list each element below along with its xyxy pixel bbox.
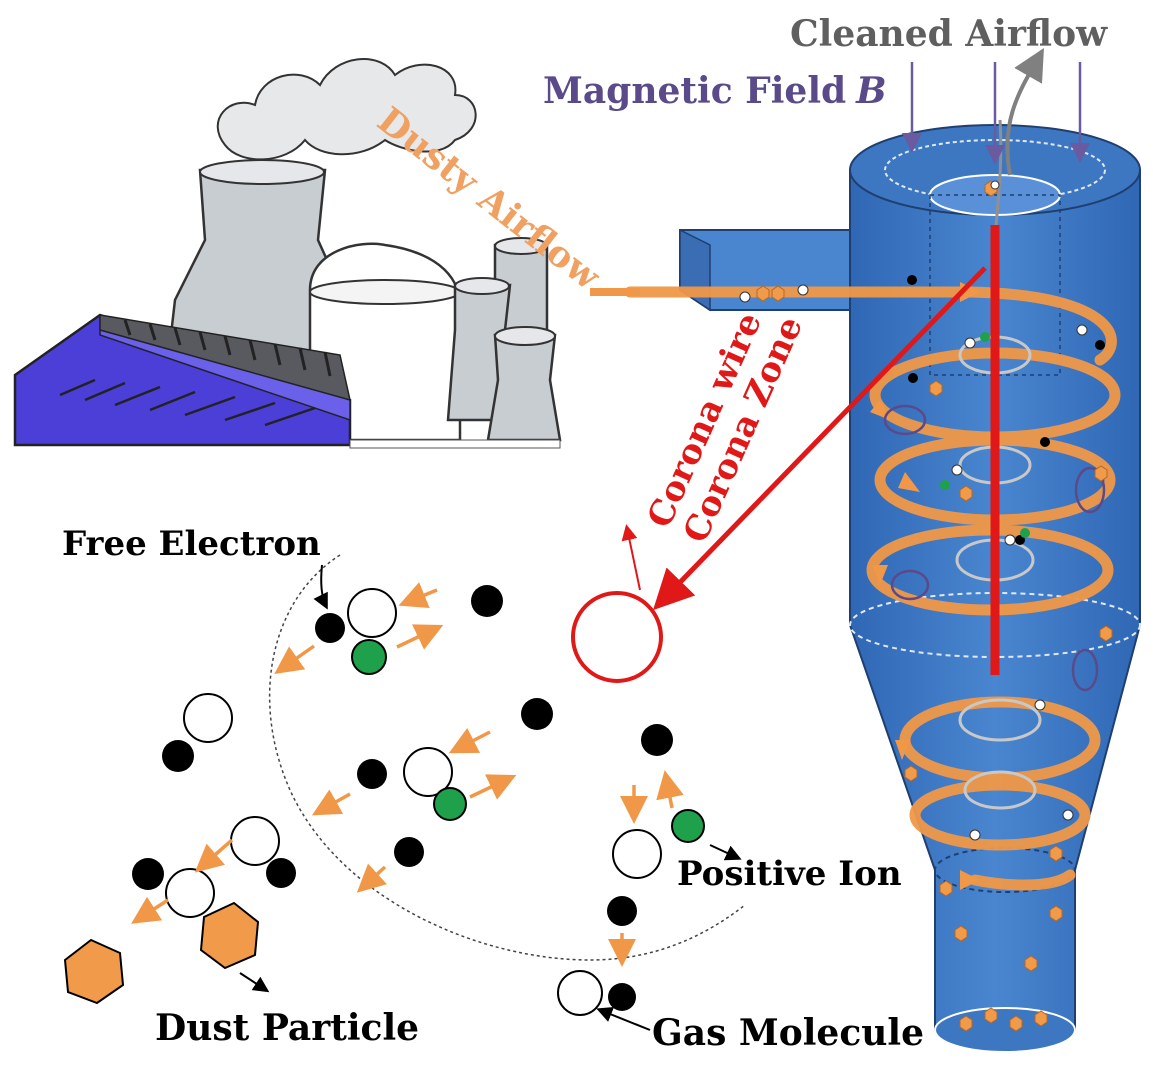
gas-molecule-label: Gas Molecule (652, 1012, 924, 1054)
corona-zone-boundary (268, 554, 746, 961)
dust-particle-label: Dust Particle (155, 1007, 419, 1049)
corona-zone-pointer (653, 266, 987, 611)
magnetic-field-symbol: B (855, 70, 886, 112)
side-eddies (883, 404, 1106, 692)
chimney-short (486, 333, 562, 442)
corona-zone-label-pointer (621, 524, 641, 591)
motion-arrows (131, 582, 684, 967)
corona-zone-circle (571, 591, 663, 683)
label-pointers (239, 564, 742, 1031)
cyclone-separator (679, 124, 1141, 1053)
cleaned-airflow-label: Cleaned Airflow (790, 13, 1108, 55)
factory-illustration (13, 58, 562, 449)
zoom-particles (63, 585, 705, 1016)
magnetic-field-text: Magnetic Field (543, 70, 846, 112)
factory-building (13, 313, 352, 447)
positive-ion-label: Positive Ion (677, 854, 902, 894)
magnetic-field-arrows (902, 62, 1090, 165)
cyclone-particles (739, 180, 1113, 1032)
smoke-cloud (216, 58, 477, 161)
cleaned-airflow-arrow (1005, 48, 1044, 176)
free-electron-label: Free Electron (62, 524, 321, 564)
